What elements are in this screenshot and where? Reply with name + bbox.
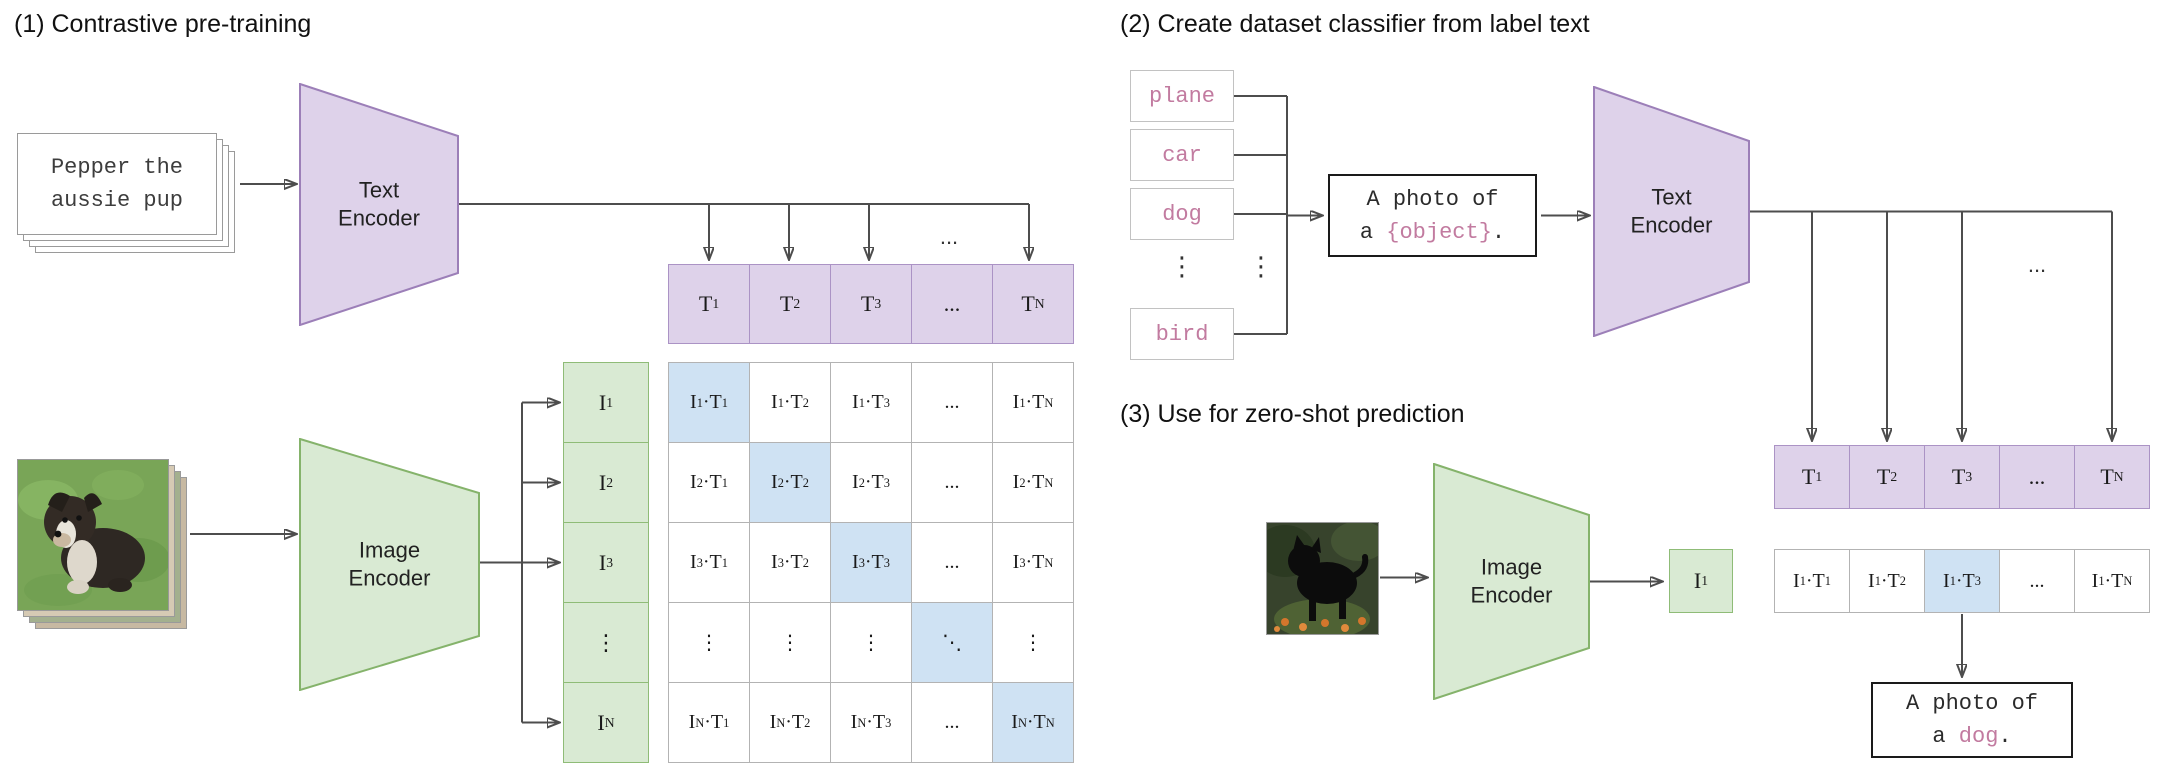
matrix-cell: ... — [912, 683, 992, 762]
result-line2-prefix: a — [1932, 724, 1959, 749]
text-input-card: Pepper the aussie pup — [17, 133, 217, 235]
puppy-photo — [17, 459, 169, 611]
text-encoder-2: Text Encoder — [1593, 86, 1750, 337]
t-cell: ... — [2000, 446, 2074, 508]
label-cell-car: car — [1130, 129, 1234, 181]
matrix-cell: ⋮ — [831, 603, 911, 682]
section1-title: (1) Contrastive pre-training — [14, 10, 312, 38]
matrix-cell: ⋮ — [993, 603, 1073, 682]
puppy-photo-image — [18, 460, 168, 610]
result-line1: A photo of — [1905, 691, 2039, 716]
prompt-line2-suffix: . — [1491, 219, 1506, 245]
bracket-ellipsis: ⋮ — [1248, 252, 1274, 282]
dog-photo — [1266, 522, 1379, 635]
text-encoder-1: Text Encoder — [299, 83, 459, 326]
score-cell: ... — [2000, 550, 2074, 612]
text-encoder-1-label: Text Encoder — [338, 176, 420, 231]
prompt-object: {object} — [1386, 219, 1492, 245]
image-encoder-1-shape — [299, 438, 480, 691]
image-encoder-1-label: Image Encoder — [348, 536, 431, 591]
label-cell-bird: bird — [1130, 308, 1234, 360]
section2-title: (2) Create dataset classifier from label… — [1120, 10, 1590, 38]
dog-photo-image — [1267, 523, 1378, 634]
text-encoder-2-shape — [1593, 86, 1750, 337]
result-line2: a dog. — [1932, 720, 2011, 753]
text-encoder-2-label: Text Encoder — [1630, 183, 1713, 238]
matrix-cell: ... — [912, 363, 992, 442]
result-line2-suffix: . — [1998, 724, 2012, 749]
prompt-template-box: A photo of a {object}. — [1328, 174, 1537, 257]
matrix-cell: ⋮ — [750, 603, 830, 682]
matrix-cell: ⋮ — [669, 603, 749, 682]
prediction-result-box: A photo of a dog. — [1871, 682, 2073, 758]
prompt-line2: a {object}. — [1360, 216, 1505, 249]
section1-arrow-ellipsis: ... — [939, 224, 959, 249]
i-cell: ⋮ — [564, 603, 648, 682]
text-input-line2: aussie pup — [50, 188, 184, 213]
image-encoder-3-shape — [1433, 463, 1590, 700]
result-object: dog — [1958, 724, 1999, 749]
label-cell-plane: plane — [1130, 70, 1234, 122]
image-encoder-3: Image Encoder — [1433, 463, 1590, 700]
label-column-ellipsis: ⋮ — [1169, 252, 1195, 282]
matrix-cell-diagonal: ⋱ — [912, 603, 992, 682]
image-encoder-1: Image Encoder — [299, 438, 480, 691]
prompt-line2-prefix: a — [1359, 219, 1387, 245]
section3-title: (3) Use for zero-shot prediction — [1120, 400, 1465, 428]
section2-arrow-ellipsis: ... — [2027, 252, 2047, 277]
matrix-cell: ... — [912, 443, 992, 522]
prompt-line1: A photo of — [1366, 186, 1499, 212]
text-input-line1: Pepper the — [50, 155, 184, 180]
image-encoder-3-label: Image Encoder — [1470, 553, 1553, 608]
matrix-cell: ... — [912, 523, 992, 602]
text-encoder-1-shape — [299, 83, 459, 326]
t-cell: ... — [912, 265, 992, 343]
label-cell-dog: dog — [1130, 188, 1234, 240]
